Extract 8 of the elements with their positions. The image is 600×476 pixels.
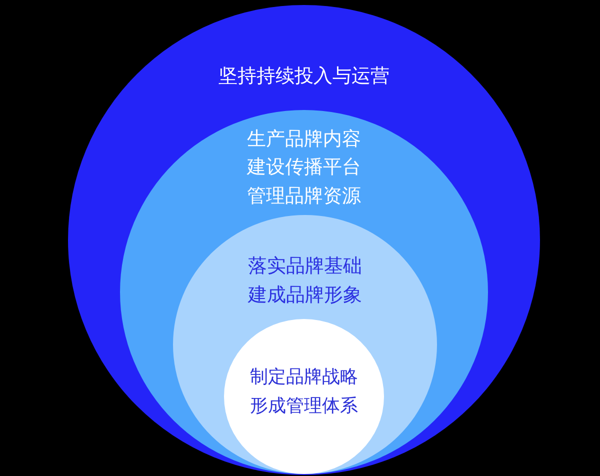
circle-label: 生产品牌内容 xyxy=(247,129,361,151)
circle-label: 管理品牌资源 xyxy=(247,186,361,208)
circle-label: 制定品牌战略 xyxy=(250,368,358,388)
circle-label: 形成管理体系 xyxy=(250,396,358,418)
circle-label: 建设传播平台 xyxy=(247,157,361,179)
circle-label: 落实品牌基础 xyxy=(248,256,362,278)
circle-label: 坚持持续投入与运营 xyxy=(218,66,390,88)
circle-label: 建成品牌形象 xyxy=(248,285,362,307)
